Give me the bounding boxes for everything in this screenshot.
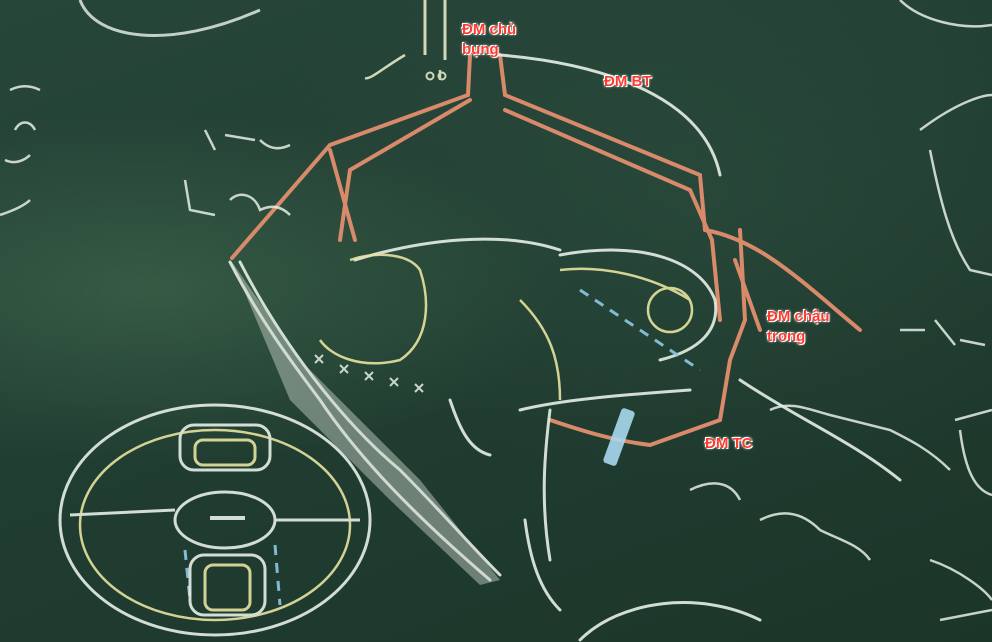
pelvic-cross-section: [58, 403, 372, 637]
pelvis-outline: [228, 53, 902, 642]
bladder-rectum-sketch: [318, 253, 694, 401]
blue-chalk-piece: [603, 408, 635, 466]
cross-marks: [314, 354, 424, 393]
label-dm-tc: ĐM TC: [705, 435, 753, 452]
left-handwriting: [0, 85, 291, 217]
label-dm-chu-bung-line2: bụng: [462, 41, 499, 58]
label-dm-chu-bung-line1: ĐM chủ: [462, 21, 517, 38]
label-dm-bt: ĐM BT: [604, 73, 652, 90]
right-handwriting: [689, 0, 992, 622]
label-dm-chau-trong-line1: ĐM chậu: [767, 308, 830, 325]
abdominal-aorta-sketch: [364, 0, 447, 81]
blue-dashed-lines: [183, 288, 701, 606]
chalk-curve-top-left: [78, 0, 261, 37]
orange-arteries: [230, 53, 862, 447]
label-dm-chau-trong-line2: trong: [767, 328, 806, 345]
label-dm-chu-bung: ĐM chủ bụng: [462, 20, 516, 60]
label-dm-chau-trong: ĐM chậu trong: [767, 307, 830, 347]
peritoneum-shading: [232, 262, 500, 585]
